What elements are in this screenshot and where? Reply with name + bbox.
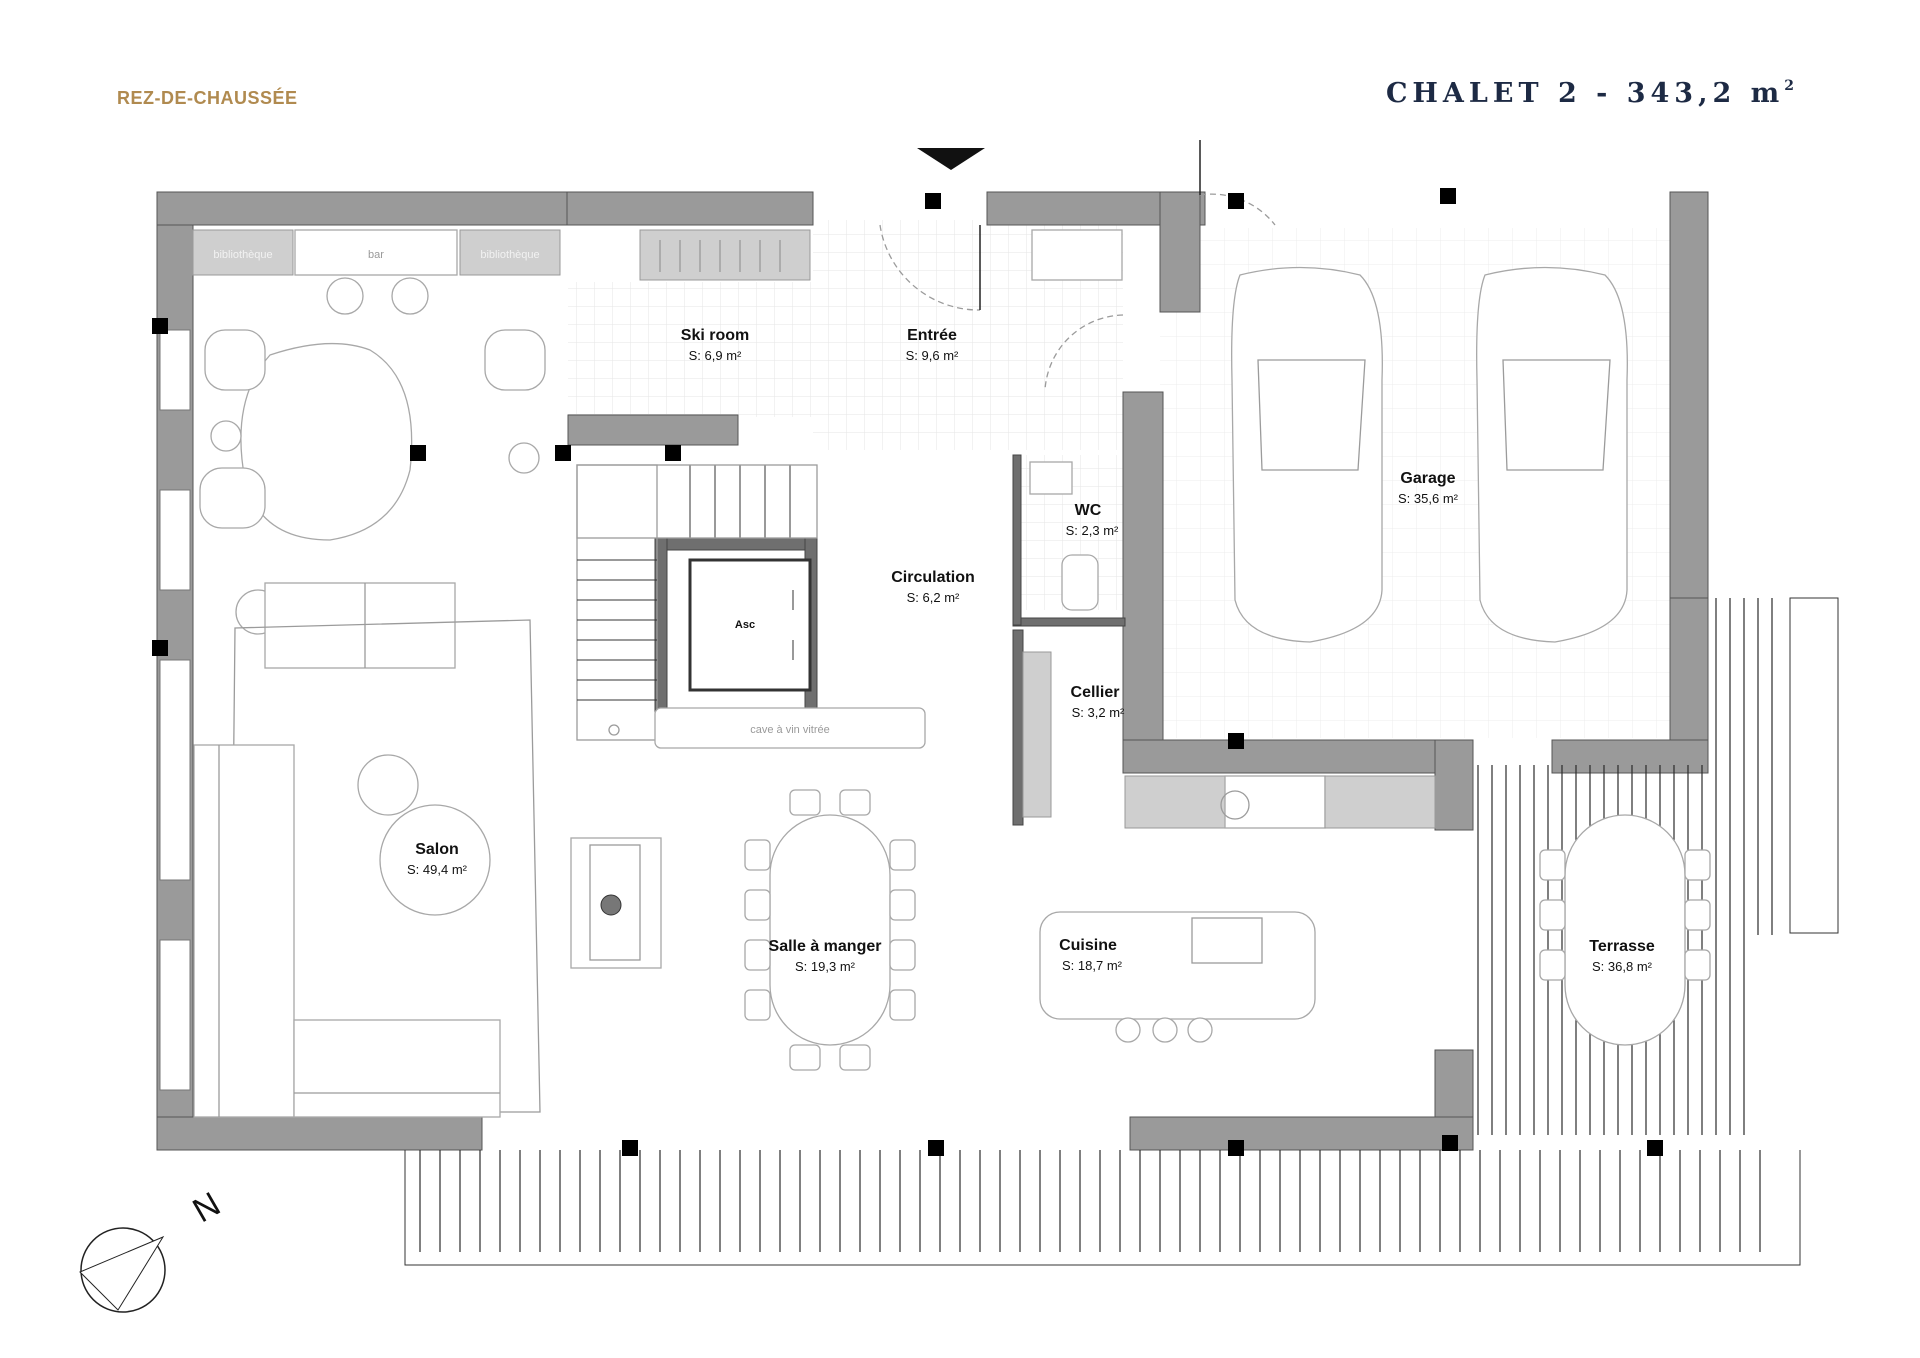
elevator: Asc — [688, 558, 812, 692]
room-area-cellier: S: 3,2 m² — [1072, 705, 1125, 720]
room-name-cuisine: Cuisine — [1059, 937, 1117, 954]
wc-basin — [1029, 461, 1073, 495]
compass: N — [79, 1185, 227, 1313]
room-area-terrasse: S: 36,8 m² — [1592, 959, 1653, 974]
room-name-wc: WC — [1075, 502, 1102, 519]
structural-columns — [152, 188, 1663, 1156]
terrace-table — [1539, 814, 1711, 1046]
terrace-deck-south — [419, 1150, 1761, 1252]
room-name-terrasse: Terrasse — [1589, 938, 1655, 955]
wine-cellar: cave à vin vitrée — [654, 707, 926, 749]
room-name-ski: Ski room — [681, 327, 749, 344]
plan-title: CHALET 2 - 343,2 m2 — [1386, 78, 1794, 109]
library-left-label: bibliothèque — [213, 249, 272, 261]
room-area-salon: S: 49,4 m² — [407, 862, 468, 877]
compass-north-label: N — [187, 1185, 227, 1230]
plan-title-text: CHALET 2 - 343,2 m — [1385, 78, 1785, 109]
room-area-wc: S: 2,3 m² — [1066, 523, 1119, 538]
library-right: bibliothèque — [459, 229, 561, 276]
salon-furniture — [193, 277, 662, 1118]
room-area-entree: S: 9,6 m² — [906, 348, 959, 363]
terrace-east-steps — [1789, 597, 1839, 934]
dining-table — [744, 789, 916, 1071]
staircase — [576, 464, 818, 741]
room-name-circulation: Circulation — [891, 569, 975, 586]
entrance-arrow-icon — [917, 148, 985, 170]
terrace-outline — [404, 1150, 1801, 1266]
plan-title-unit: 2 — [1784, 78, 1794, 94]
room-area-salle: S: 19,3 m² — [795, 959, 856, 974]
room-area-ski: S: 6,9 m² — [689, 348, 742, 363]
room-area-circulation: S: 6,2 m² — [907, 590, 960, 605]
library-right-label: bibliothèque — [480, 249, 539, 261]
bar-label: bar — [368, 249, 384, 261]
ski-lockers — [639, 229, 811, 281]
room-name-entree: Entrée — [907, 327, 957, 344]
room-name-cellier: Cellier — [1071, 684, 1120, 701]
entree-door-swing — [879, 224, 981, 311]
floor-label: REZ-DE-CHAUSSÉE — [117, 88, 298, 108]
library-left: bibliothèque — [192, 229, 294, 276]
bench-entree — [1031, 229, 1123, 281]
room-name-garage: Garage — [1400, 470, 1455, 487]
bar-counter: bar — [294, 229, 458, 276]
cellier-shelf — [1022, 651, 1052, 818]
elevator-label: Asc — [735, 619, 755, 631]
room-area-cuisine: S: 18,7 m² — [1062, 958, 1123, 973]
room-area-garage: S: 35,6 m² — [1398, 491, 1459, 506]
ski-locker-lines — [659, 240, 781, 272]
wc-toilet — [1061, 554, 1099, 611]
ski-room-floor — [568, 282, 813, 417]
room-name-salle: Salle à manger — [769, 938, 882, 955]
garage-cars — [1231, 266, 1628, 643]
kitchen-counter — [1039, 775, 1436, 1043]
west-windows — [159, 329, 191, 1091]
wine-cellar-label: cave à vin vitrée — [750, 724, 829, 736]
room-name-salon: Salon — [415, 841, 459, 858]
garage-inner-door-swing — [1044, 314, 1124, 391]
